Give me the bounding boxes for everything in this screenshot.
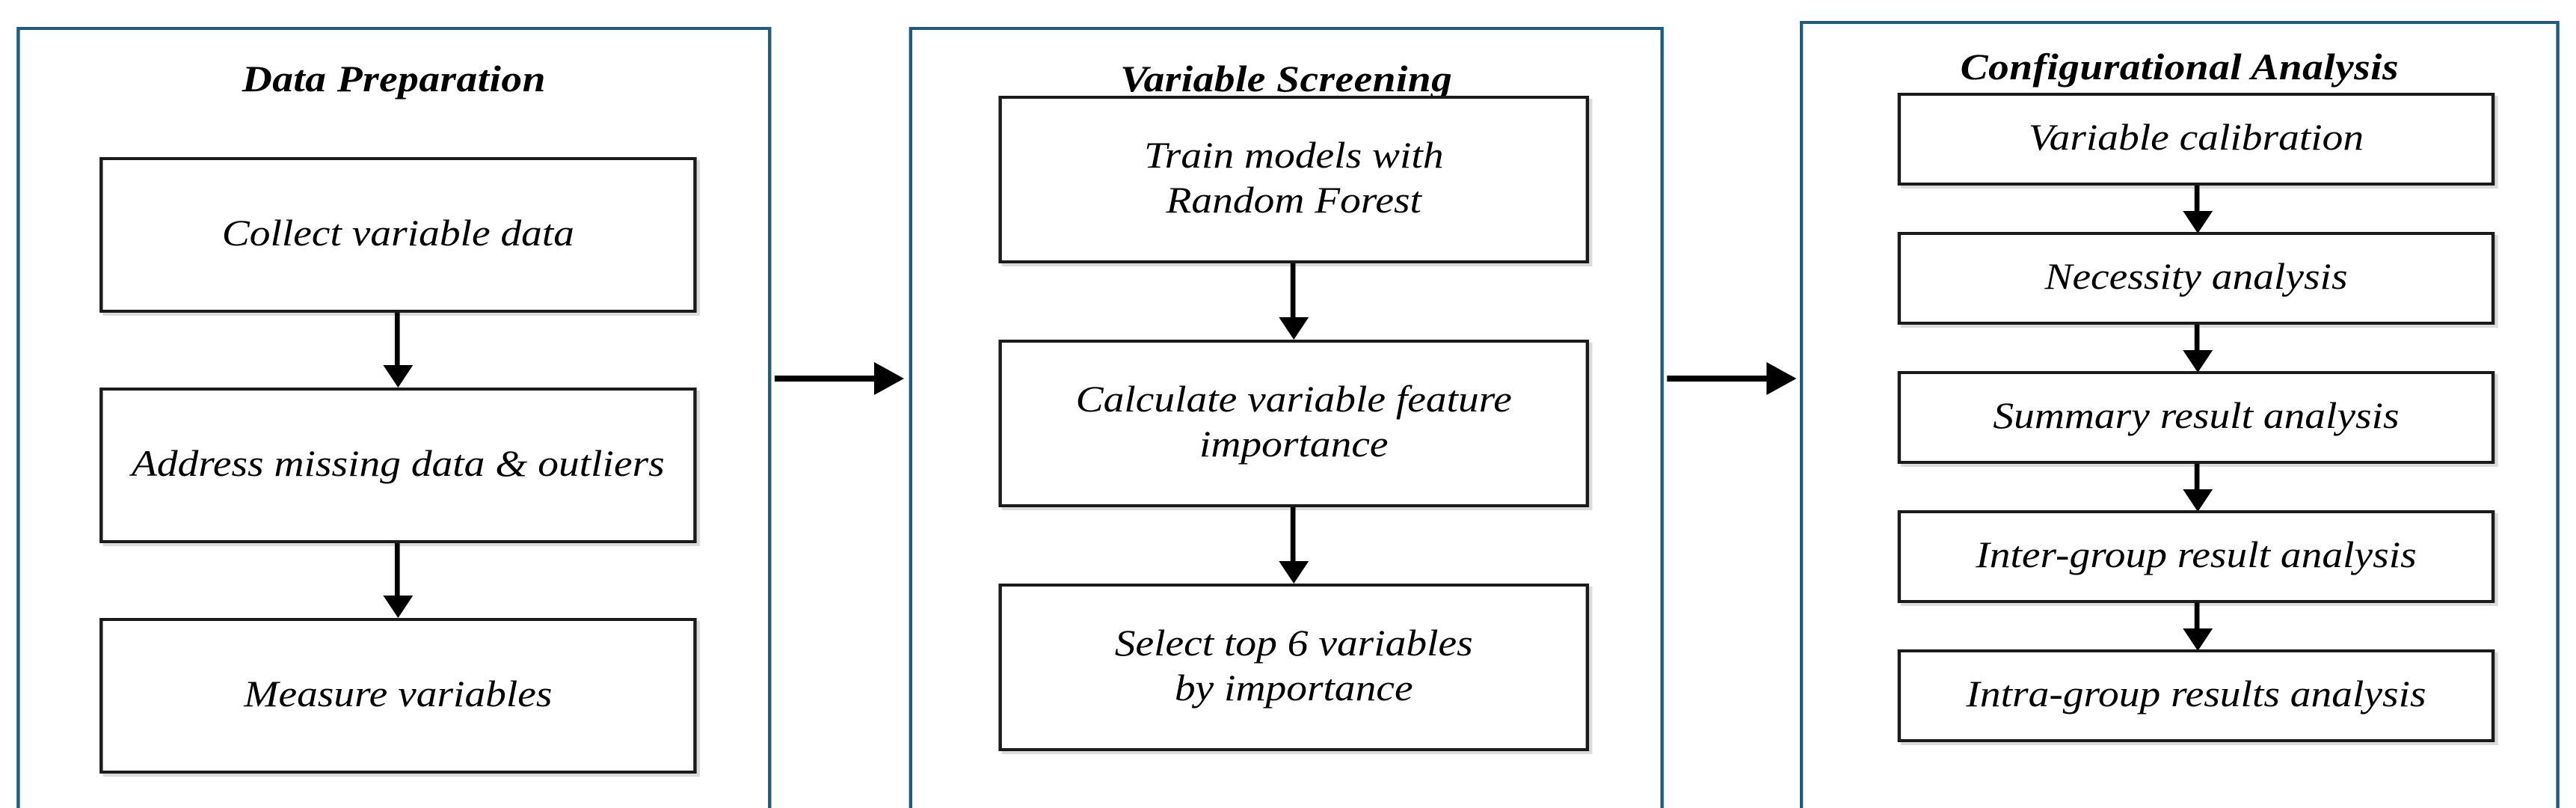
step-box-necessity-analysis[interactable]: Necessity analysis (1897, 232, 2495, 325)
connector-arrow-stage-1-to-2 (774, 376, 878, 382)
step-box-variable-calibration[interactable]: Variable calibration (1897, 93, 2495, 186)
step-box-summary-result-analysis[interactable]: Summary result analysis (1897, 371, 2495, 464)
step-box-select-top-6-variables[interactable]: Select top 6 variables by importance (998, 584, 1590, 751)
step-box-train-models-random-forest[interactable]: Train models with Random Forest (998, 96, 1590, 263)
step-label-inter-group-result-analysis: Inter-group result analysis (1976, 535, 2417, 576)
step-box-calculate-feature-importance[interactable]: Calculate variable feature importance (998, 340, 1590, 507)
step-label-select-top-6-variables: Select top 6 variables by importance (1114, 623, 1473, 709)
arrow-down-collect-to-address (394, 313, 400, 368)
step-label-train-models-random-forest: Train models with Random Forest (1143, 135, 1444, 221)
arrow-down-inter-group-to-intra-group (2194, 603, 2200, 631)
step-label-calculate-feature-importance: Calculate variable feature importance (1075, 379, 1512, 465)
stage-title-variable-screening: Variable Screening (1120, 60, 1453, 100)
step-label-collect-variable-data: Collect variable data (221, 213, 575, 254)
step-label-address-missing-data: Address missing data & outliers (131, 444, 665, 485)
step-label-intra-group-results-analysis: Intra-group results analysis (1966, 674, 2426, 715)
step-box-intra-group-results-analysis[interactable]: Intra-group results analysis (1897, 649, 2495, 742)
step-box-inter-group-result-analysis[interactable]: Inter-group result analysis (1897, 510, 2495, 603)
arrow-down-address-to-measure (394, 543, 400, 599)
connector-arrow-stage-2-to-3 (1667, 376, 1770, 382)
arrow-down-necessity-to-summary (2194, 325, 2200, 353)
stage-panel-data-preparation: Data Preparation Collect variable data A… (16, 27, 772, 808)
step-label-summary-result-analysis: Summary result analysis (1993, 396, 2400, 437)
step-box-collect-variable-data[interactable]: Collect variable data (99, 157, 697, 313)
stage-title-data-preparation: Data Preparation (242, 60, 546, 100)
step-label-necessity-analysis: Necessity analysis (2044, 257, 2348, 298)
stage-panel-variable-screening: Variable Screening Train models with Ran… (909, 27, 1664, 808)
stage-panel-configurational-analysis: Configurational Analysis Variable calibr… (1799, 21, 2560, 808)
step-box-measure-variables[interactable]: Measure variables (99, 618, 697, 774)
step-label-variable-calibration: Variable calibration (2028, 117, 2364, 159)
arrow-down-calibration-to-necessity (2194, 186, 2200, 214)
arrow-down-summary-to-inter-group (2194, 464, 2200, 492)
step-box-address-missing-data[interactable]: Address missing data & outliers (99, 388, 697, 543)
arrow-down-calculate-to-select (1290, 507, 1296, 564)
arrow-down-train-to-calculate (1290, 263, 1296, 320)
stage-title-configurational-analysis: Configurational Analysis (1960, 48, 2400, 88)
step-label-measure-variables: Measure variables (244, 674, 553, 715)
